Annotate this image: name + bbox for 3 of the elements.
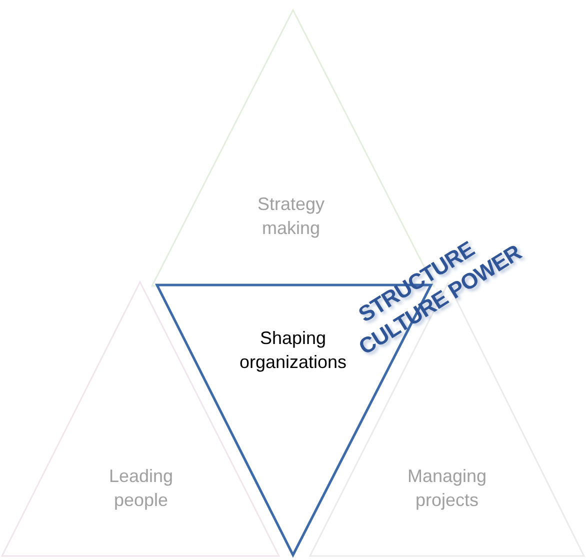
triangle-label: Leading people — [108, 465, 174, 512]
triangle-label: Managing projects — [406, 465, 488, 512]
triangle-label: Strategy making — [256, 193, 326, 240]
